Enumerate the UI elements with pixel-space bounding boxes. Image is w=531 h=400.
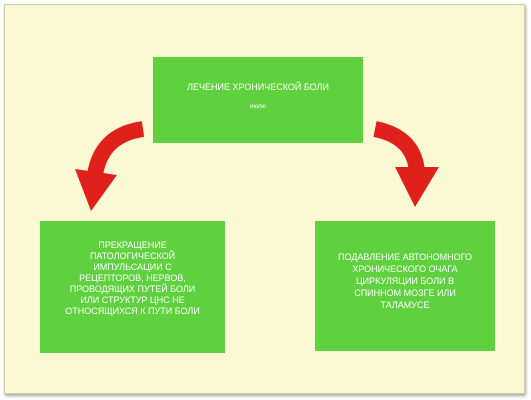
left-branch-box: ПРЕКРАЩЕНИЕ ПАТОЛОГИЧЕСКОЙ ИМПУЛЬСАЦИИ С… bbox=[40, 221, 225, 353]
root-box-chronic-pain-treatment: ЛЕЧЕНИЕ ХРОНИЧЕСКОЙ БОЛИ июлю bbox=[153, 57, 363, 143]
right-box-line: ТАЛАМУСЕ bbox=[380, 300, 430, 310]
left-box-line: ПРЕКРАЩЕНИЕ bbox=[98, 240, 167, 250]
right-box-line: ЦИРКУЛЯЦИИ БОЛИ В bbox=[356, 276, 454, 286]
root-box-subtitle: июлю bbox=[250, 104, 266, 110]
left-box-line: ПРОВОДЯЩИХ ПУТЕЙ БОЛИ bbox=[69, 284, 196, 294]
left-box-line: ПАТОЛОГИЧЕСКОЙ bbox=[89, 251, 176, 261]
arrows-layer bbox=[75, 121, 439, 211]
slide-background: ЛЕЧЕНИЕ ХРОНИЧЕСКОЙ БОЛИ июлю ПРЕКРАЩЕНИ… bbox=[4, 4, 525, 394]
left-box-line: ИЛИ СТРУКТУР ЦНС НЕ bbox=[80, 295, 185, 305]
root-box-title: ЛЕЧЕНИЕ ХРОНИЧЕСКОЙ БОЛИ bbox=[187, 82, 329, 92]
right-box-line: ХРОНИЧЕСКОГО ОЧАГА bbox=[352, 264, 458, 274]
left-box-line: ИМПУЛЬСАЦИИ С bbox=[93, 262, 172, 272]
right-box-line: ПОДАВЛЕНИЕ АВТОНОМНОГО bbox=[337, 252, 472, 262]
left-curved-arrow bbox=[75, 121, 145, 211]
left-box-line: РЕЦЕПТОРОВ, НЕРВОВ, bbox=[79, 273, 186, 283]
right-box-line: СПИННОМ МОЗГЕ ИЛИ bbox=[354, 288, 456, 298]
right-curved-arrow bbox=[373, 121, 439, 207]
right-branch-box: ПОДАВЛЕНИЕ АВТОНОМНОГО ХРОНИЧЕСКОГО ОЧАГ… bbox=[315, 221, 495, 351]
left-box-line: ОТНОСЯЩИХСЯ К ПУТИ БОЛИ bbox=[65, 306, 200, 316]
